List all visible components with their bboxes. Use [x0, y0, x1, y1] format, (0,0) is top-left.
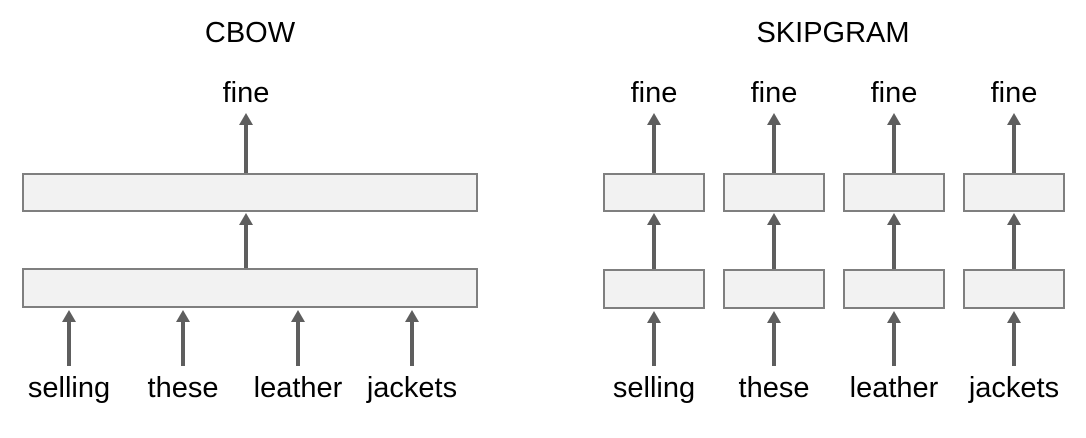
- cbow-title: CBOW: [204, 17, 296, 49]
- cbow-output-word: fine: [222, 77, 270, 109]
- skipgram-projection-layer-box: [843, 269, 945, 309]
- skipgram-output-arrow-up-icon: [772, 124, 776, 173]
- cbow-input-word: these: [147, 372, 219, 404]
- skipgram-input-arrow-up-icon: [772, 322, 776, 366]
- skipgram-output-word: fine: [630, 77, 678, 109]
- cbow-output-layer-box: [22, 173, 478, 212]
- cbow-input-arrow-up-icon: [410, 321, 414, 366]
- skipgram-input-arrow-up-icon: [1012, 322, 1016, 366]
- skipgram-middle-arrow-up-icon: [892, 224, 896, 269]
- cbow-input-arrow-up-icon: [181, 321, 185, 366]
- skipgram-output-word: fine: [750, 77, 798, 109]
- cbow-input-word: leather: [253, 372, 343, 404]
- skipgram-output-arrow-up-icon: [1012, 124, 1016, 173]
- skipgram-output-word: fine: [990, 77, 1038, 109]
- skipgram-output-word: fine: [870, 77, 918, 109]
- cbow-middle-arrow-up-icon: [244, 224, 248, 268]
- skipgram-output-layer-box: [603, 173, 705, 212]
- skipgram-output-layer-box: [963, 173, 1065, 212]
- skipgram-output-arrow-up-icon: [652, 124, 656, 173]
- skipgram-projection-layer-box: [723, 269, 825, 309]
- cbow-input-arrow-up-icon: [67, 321, 71, 366]
- skipgram-middle-arrow-up-icon: [772, 224, 776, 269]
- skipgram-input-arrow-up-icon: [652, 322, 656, 366]
- skipgram-input-word: jackets: [968, 372, 1060, 404]
- cbow-input-arrow-up-icon: [296, 321, 300, 366]
- skipgram-output-arrow-up-icon: [892, 124, 896, 173]
- skipgram-input-arrow-up-icon: [892, 322, 896, 366]
- cbow-projection-layer-box: [22, 268, 478, 308]
- skipgram-output-layer-box: [843, 173, 945, 212]
- skipgram-middle-arrow-up-icon: [652, 224, 656, 269]
- cbow-output-arrow-up-icon: [244, 124, 248, 173]
- cbow-input-word: selling: [27, 372, 111, 404]
- skipgram-input-word: leather: [849, 372, 939, 404]
- skipgram-middle-arrow-up-icon: [1012, 224, 1016, 269]
- skipgram-projection-layer-box: [603, 269, 705, 309]
- skipgram-output-layer-box: [723, 173, 825, 212]
- skipgram-projection-layer-box: [963, 269, 1065, 309]
- skipgram-input-word: selling: [612, 372, 696, 404]
- cbow-input-word: jackets: [366, 372, 458, 404]
- skipgram-input-word: these: [738, 372, 810, 404]
- skipgram-title: SKIPGRAM: [756, 17, 910, 49]
